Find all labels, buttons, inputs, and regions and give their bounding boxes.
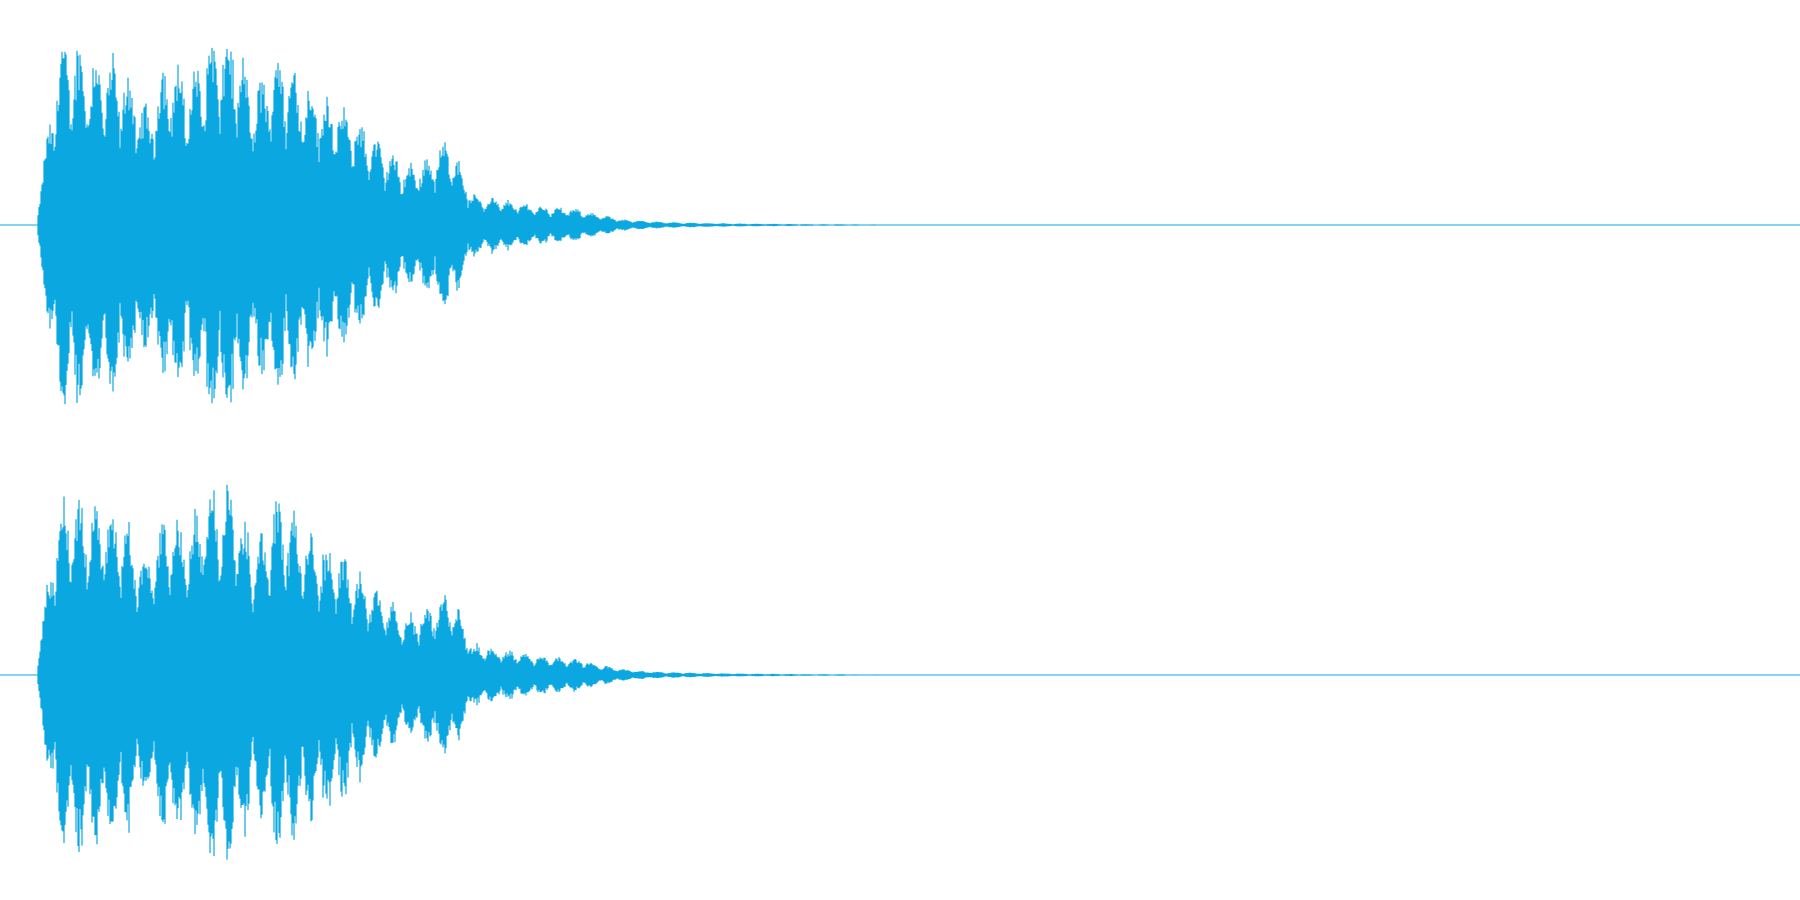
channel-1-waveform — [0, 47, 1800, 405]
channel-2-waveform — [0, 484, 1800, 860]
channel-1-signal — [37, 47, 1101, 405]
channel-2-signal — [37, 484, 1101, 860]
